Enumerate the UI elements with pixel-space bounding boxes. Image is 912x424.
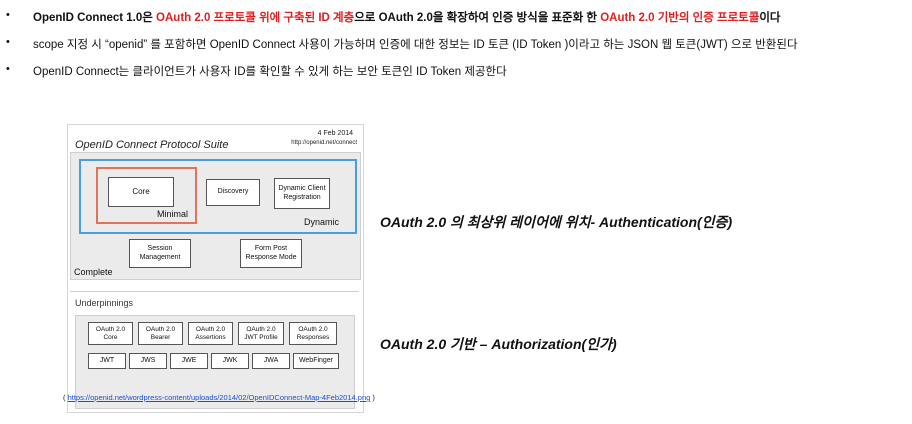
jws-box: JWS [129,353,167,369]
jwt-box: JWT [88,353,126,369]
annotation-authentication: OAuth 2.0 의 최상위 레이어에 위치- Authentication(… [380,214,733,230]
caption-close: ) [370,393,375,402]
text-segment: 으로 OAuth 2.0을 확장하여 인증 방식을 표준화 한 [354,12,601,24]
jwe-box: JWE [170,353,208,369]
dynamic-client-registration-box: Dynamic Client Registration [274,178,330,209]
bullet-text-2: scope 지정 시 “openid” 를 포함하면 OpenID Connec… [33,39,798,51]
bullet-text-1: OpenID Connect 1.0은 OAuth 2.0 프로토콜 위에 구축… [33,9,780,25]
highlight-segment: OAuth 2.0 프로토콜 위에 구축된 ID 계층 [156,12,355,24]
minimal-zone [96,167,197,224]
annotation-authorization: OAuth 2.0 기반 – Authorization(인가) [380,336,617,352]
oauth-responses-box: OAuth 2.0 Responses [289,322,337,345]
source-link[interactable]: https://openid.net/wordpress-content/upl… [67,393,371,402]
highlight-segment: OAuth 2.0 기반의 인증 프로토콜 [600,12,760,24]
discovery-box: Discovery [206,179,260,206]
oauth-jwt-profile-box: OAuth 2.0 JWT Profile [238,322,284,345]
dynamic-zone [79,159,357,234]
caption-open: ( [63,393,68,402]
bullet-text-3: OpenID Connect는 클라이언트가 사용자 ID를 확인할 수 있게 … [33,66,507,78]
form-post-response-mode-box: Form Post Response Mode [240,239,302,268]
core-box: Core [108,177,174,207]
diagram-title: OpenID Connect Protocol Suite [75,139,229,151]
oauth-assertions-box: OAuth 2.0 Assertions [188,322,233,345]
minimal-label: Minimal [157,209,189,219]
dynamic-label: Dynamic [304,217,340,227]
session-management-box: Session Management [129,239,191,268]
complete-label: Complete [74,267,113,277]
jwa-box: JWA [252,353,290,369]
bullet-dot: • [6,9,10,21]
jwk-box: JWK [211,353,249,369]
bullet-dot: • [6,63,10,75]
source-caption: ( https://openid.net/wordpress-content/u… [63,393,375,402]
bullet-dot: • [6,36,10,48]
diagram-date: 4 Feb 2014 [317,130,353,137]
diagram-url: http://openid.net/connect [291,140,357,146]
underpinnings-label: Underpinnings [75,298,134,308]
complete-zone [70,152,361,280]
text-segment: OpenID Connect 1.0은 [33,12,157,24]
webfinger-box: WebFinger [293,353,339,369]
openid-connect-protocol-suite-diagram: OpenID Connect Protocol Suite 4 Feb 2014… [67,124,364,413]
oauth-core-box: OAuth 2.0 Core [88,322,133,345]
text-segment: 이다 [759,12,781,24]
oauth-bearer-box: OAuth 2.0 Bearer [138,322,183,345]
